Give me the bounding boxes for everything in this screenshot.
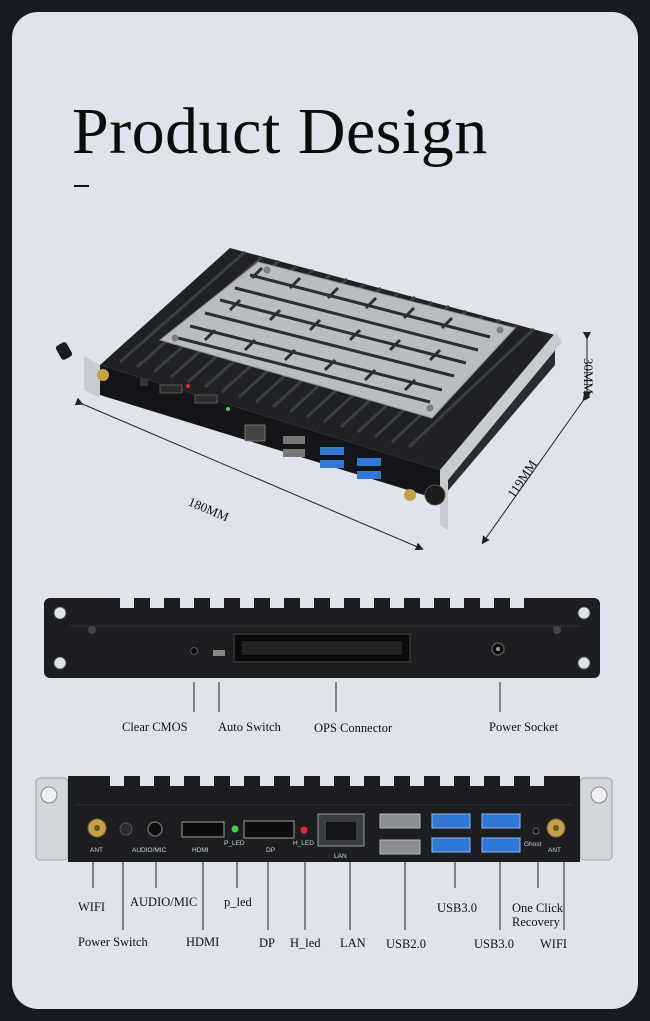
side-fin-notches xyxy=(120,598,524,608)
clear-cmos-hole xyxy=(190,647,198,655)
label-h-led: H_led xyxy=(290,936,321,950)
iso-thumb-screw-left xyxy=(55,342,73,360)
label-usb20: USB2.0 xyxy=(386,937,426,951)
iso-port-dp xyxy=(194,394,218,404)
iso-port-usb3 xyxy=(320,447,344,455)
label-one-click-recovery-line1: One Click xyxy=(512,901,564,915)
label-lan: LAN xyxy=(340,936,366,950)
label-usb30-top: USB3.0 xyxy=(437,901,477,915)
iso-port-usb2 xyxy=(283,449,305,457)
hdmi-port xyxy=(181,821,225,838)
usb3-port xyxy=(481,837,521,853)
label-wifi-left: WIFI xyxy=(78,900,106,914)
label-power-socket: Power Socket xyxy=(489,720,559,734)
label-power-switch: Power Switch xyxy=(78,935,148,949)
mount-hole xyxy=(577,656,591,670)
auto-switch xyxy=(213,650,225,656)
rear-panel: ANT AUDIO/MIC HDMI P_LED DP H_LED LAN Gh… xyxy=(35,776,613,930)
iso-plate-screw xyxy=(426,404,434,412)
usb3-port xyxy=(431,813,471,829)
silk-ghost: Ghost xyxy=(524,841,542,848)
iso-plate-screw xyxy=(496,326,504,334)
silk-p-led: P_LED xyxy=(224,840,245,847)
iso-port-power xyxy=(140,378,148,386)
usb3-port xyxy=(431,837,471,853)
label-wifi-right: WIFI xyxy=(540,937,568,951)
label-auto-switch: Auto Switch xyxy=(218,720,281,734)
iso-port-usb2 xyxy=(283,436,305,444)
title-underline xyxy=(74,185,89,187)
side-screw xyxy=(88,626,96,634)
iso-plate-screw xyxy=(171,334,179,342)
dim-height-label: 30MM xyxy=(581,358,596,395)
silk-audio-mic: AUDIO/MIC xyxy=(132,847,167,854)
silk-dp: DP xyxy=(266,847,275,854)
usb2-port-bottom xyxy=(379,839,421,855)
silk-ant-right: ANT xyxy=(548,847,561,854)
usb3-port xyxy=(481,813,521,829)
usb2-port-top xyxy=(379,813,421,829)
iso-port-usb3 xyxy=(357,458,381,466)
iso-steel-plate xyxy=(158,261,516,419)
iso-antenna-left xyxy=(97,369,109,381)
iso-maze-pattern xyxy=(177,266,491,404)
iso-port-hdmi xyxy=(159,384,183,394)
ops-connector-slot xyxy=(242,641,402,655)
side-panel xyxy=(44,598,600,712)
iso-port-usb3 xyxy=(320,460,344,468)
silk-h-led: H_LED xyxy=(293,840,314,847)
label-ops-connector: OPS Connector xyxy=(314,721,393,735)
label-p-led: p_led xyxy=(224,895,252,909)
label-usb30-bottom: USB3.0 xyxy=(474,937,514,951)
audio-jack xyxy=(147,821,163,837)
mount-hole xyxy=(577,606,591,620)
iso-plate-screw xyxy=(263,266,271,274)
label-audio-mic: AUDIO/MIC xyxy=(130,895,198,909)
ghost-recovery-button xyxy=(532,827,540,835)
mount-hole xyxy=(53,606,67,620)
iso-red-led xyxy=(186,384,190,388)
silk-lan: LAN xyxy=(334,853,347,860)
iso-device xyxy=(55,248,562,530)
iso-thumb-screw-right xyxy=(424,484,446,506)
dim-line-length xyxy=(74,397,424,551)
page-title: Product Design xyxy=(72,95,488,168)
h-led-indicator xyxy=(300,826,308,834)
label-clear-cmos: Clear CMOS xyxy=(122,720,188,734)
iso-left-bracket xyxy=(84,356,100,398)
iso-port-usb3 xyxy=(357,471,381,479)
silk-hdmi: HDMI xyxy=(192,847,209,854)
silk-ant-left: ANT xyxy=(90,847,103,854)
rear-fin-notches xyxy=(110,776,544,786)
label-hdmi: HDMI xyxy=(186,935,220,949)
iso-right-bracket xyxy=(440,332,562,530)
label-one-click-recovery-line2: Recovery xyxy=(512,915,560,929)
iso-antenna-right xyxy=(404,489,416,501)
p-led-indicator xyxy=(231,825,239,833)
iso-green-led xyxy=(226,407,230,411)
power-button xyxy=(119,822,133,836)
dp-port xyxy=(243,820,295,839)
iso-port-lan xyxy=(244,424,266,442)
label-dp: DP xyxy=(259,936,275,950)
mount-hole xyxy=(53,656,67,670)
side-screw xyxy=(553,626,561,634)
dim-line-depth xyxy=(481,392,591,545)
